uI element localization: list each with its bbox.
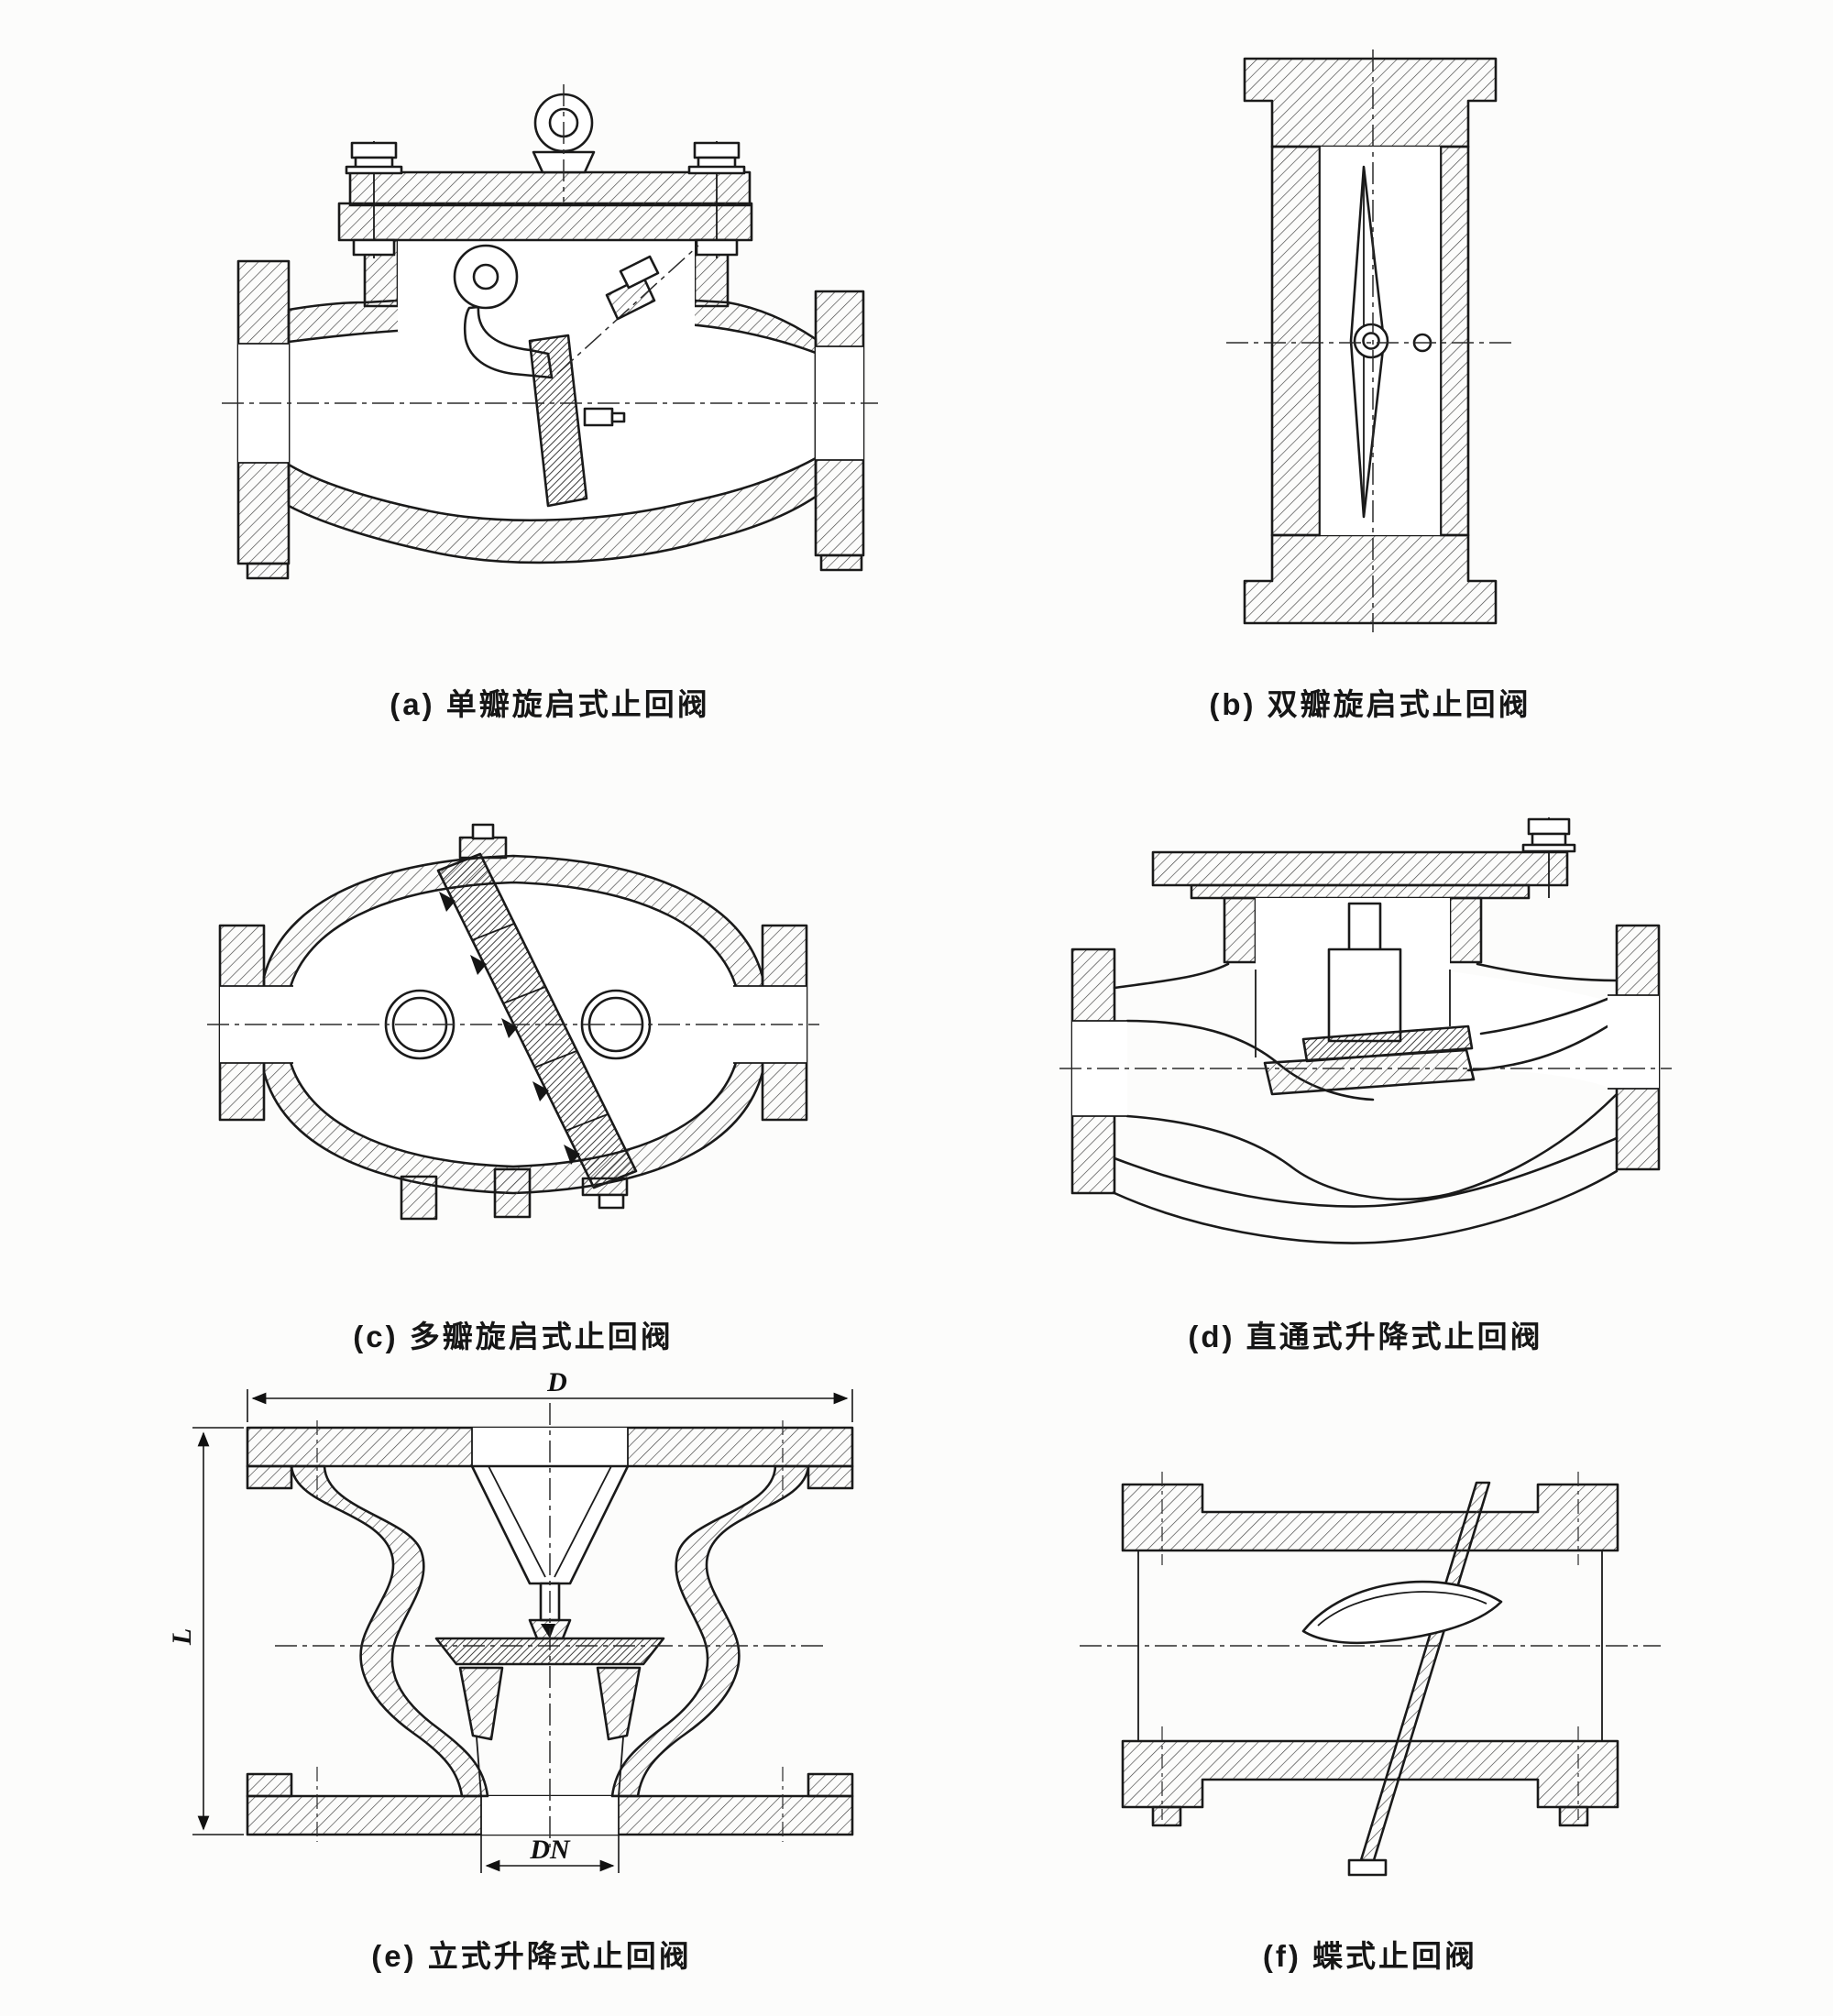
caption-a: (a) 单瓣旋启式止回阀	[390, 687, 710, 721]
valve-disc	[434, 1624, 665, 1666]
caption-d: (d) 直通式升降式止回阀	[1188, 1320, 1543, 1353]
dimension-nominal-bore: DN	[480, 1835, 620, 1873]
figure-multi-disc-swing-check-valve	[202, 750, 825, 1281]
bonnet-neck	[363, 238, 730, 332]
valve-seat	[458, 1666, 642, 1797]
caption-b: (b) 双瓣旋启式止回阀	[1209, 687, 1531, 721]
bonnet-bolt-left	[345, 141, 403, 258]
right-flange	[814, 290, 865, 572]
dim-label-dn: DN	[529, 1835, 571, 1865]
hinge-bolt-bottom	[581, 1177, 629, 1210]
louver-disc-assembly	[436, 852, 638, 1189]
piston-disc	[1301, 948, 1474, 1063]
caption-e: (e) 立式升降式止回阀	[371, 1939, 692, 1973]
double-disc-swing-check-valve-drawing	[1226, 49, 1514, 632]
right-flange	[733, 924, 808, 1122]
hinge-arm	[463, 305, 554, 379]
figure-single-disc-swing-check-valve	[211, 64, 889, 651]
support-feet	[400, 1167, 532, 1221]
figure-butterfly-check-valve	[1072, 1391, 1668, 1895]
support-nub-right	[1558, 1805, 1589, 1827]
body-walls	[290, 1464, 810, 1798]
dim-label-d: D	[546, 1371, 567, 1397]
bolt-hole-centerlines	[1161, 1472, 1579, 1820]
bonnet-cover	[348, 170, 752, 207]
hinge-pin	[1353, 323, 1389, 359]
seat-bridge	[1263, 1048, 1476, 1096]
valve-disc	[528, 334, 626, 508]
cover-bolt	[1521, 817, 1576, 898]
left-flange	[1070, 948, 1127, 1195]
support-nub-left	[1151, 1805, 1182, 1827]
single-disc-swing-check-valve-drawing	[222, 84, 878, 580]
tilting-disc	[1301, 1580, 1503, 1645]
hinge-bolt-top	[458, 823, 508, 860]
body-outline	[1113, 962, 1619, 1244]
right-flange	[1608, 924, 1661, 1171]
caption-f: (f) 蝶式止回阀	[1262, 1939, 1478, 1973]
cover-plate	[1151, 850, 1569, 887]
figure-straight-through-lift-check-valve	[1054, 795, 1677, 1281]
seat-ring	[556, 245, 699, 375]
body-left-wall	[1270, 145, 1322, 537]
butterfly-check-valve-drawing	[1080, 1472, 1661, 1877]
cover-gasket	[1190, 883, 1531, 900]
left-flange	[236, 259, 291, 580]
body-right-wall	[1439, 145, 1470, 537]
body-top-cap	[1243, 57, 1498, 148]
body-top-wall	[1121, 1483, 1619, 1552]
vertical-lift-check-valve-drawing: D L DN	[167, 1371, 854, 1873]
caption-c: (c) 多瓣旋启式止回阀	[353, 1320, 674, 1353]
disc-shaft	[1347, 1481, 1491, 1877]
dimension-length: L	[167, 1427, 244, 1835]
multi-disc-swing-check-valve-drawing	[207, 823, 819, 1221]
dimension-outer-diameter: D	[247, 1371, 853, 1422]
hinge-pin	[453, 244, 519, 310]
straight-through-lift-check-valve-drawing	[1059, 817, 1672, 1244]
bonnet-flange	[337, 202, 753, 242]
dim-label-l: L	[167, 1628, 197, 1646]
figure-vertical-lift-check-valve: D L DN	[156, 1371, 907, 1884]
figure-double-disc-swing-check-valve	[1219, 38, 1521, 643]
body-bottom-cap	[1243, 533, 1498, 625]
body-bottom-wall	[1121, 1739, 1619, 1809]
